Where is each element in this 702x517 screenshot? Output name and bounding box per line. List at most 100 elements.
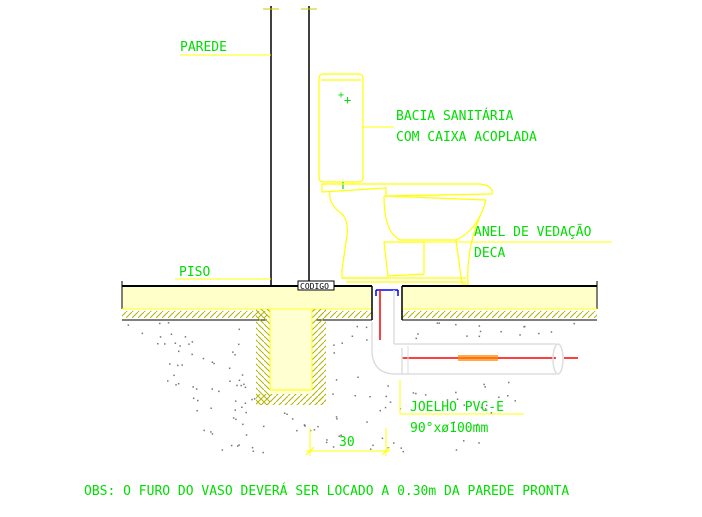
soil-speck [483, 383, 485, 386]
soil-speck [182, 404, 185, 407]
soil-speck [240, 384, 242, 387]
soil-speck [393, 442, 395, 444]
soil-speck [195, 388, 198, 390]
soil-speck [369, 448, 372, 450]
soil-speck [487, 407, 489, 410]
soil-speck [238, 444, 240, 446]
soil-speck [485, 404, 488, 407]
soil-speck [191, 341, 194, 343]
soil-speck [175, 384, 177, 386]
soil-speck [215, 424, 217, 426]
soil-speck [229, 380, 231, 382]
soil-speck [203, 429, 205, 432]
soil-speck [210, 431, 212, 433]
soil-speck [415, 392, 417, 395]
soil-speck [366, 339, 368, 341]
codigo-tag: CODIGO [297, 280, 335, 291]
soil-speck [218, 390, 220, 393]
soil-speck [251, 421, 253, 424]
soil-texture [127, 322, 575, 454]
soil-speck [251, 446, 254, 449]
soil-speck [356, 325, 358, 328]
soil-speck [433, 396, 435, 399]
soil-speck [556, 332, 558, 335]
soil-speck [478, 325, 481, 327]
soil-speck [164, 343, 166, 345]
soil-speck [354, 394, 356, 397]
bacia-label-line2: COM CAIXA ACOPLADA [396, 130, 537, 145]
soil-speck [332, 436, 335, 439]
soil-speck [157, 343, 159, 345]
soil-speck [192, 397, 195, 400]
svg-text:+: + [338, 90, 344, 101]
soil-speck [252, 345, 254, 347]
soil-speck [372, 444, 374, 447]
soil-speck [257, 423, 260, 426]
soil-speck [343, 450, 345, 453]
soil-speck [244, 386, 247, 389]
soil-speck [174, 342, 177, 344]
soil-speck [498, 396, 500, 398]
soil-speck [446, 399, 449, 401]
soil-speck [333, 344, 335, 346]
soil-speck [221, 449, 224, 451]
soil-speck [387, 447, 389, 449]
soil-speck [338, 405, 340, 407]
soil-speck [241, 374, 244, 376]
soil-speck [252, 450, 255, 452]
soil-speck [363, 332, 366, 334]
soil-speck [188, 343, 190, 345]
soil-speck [193, 384, 196, 386]
soil-speck [480, 406, 483, 409]
soil-speck [309, 429, 312, 432]
soil-speck [232, 360, 234, 362]
soil-speck [230, 444, 233, 447]
soil-speck [211, 388, 213, 390]
soil-speck [225, 373, 227, 375]
soil-speck [228, 367, 231, 369]
soil-speck [182, 324, 184, 326]
soil-speck [332, 446, 335, 448]
soil-speck [479, 330, 482, 333]
soil-speck [250, 450, 253, 452]
soil-speck [291, 418, 294, 420]
soil-speck [270, 441, 272, 444]
soil-speck [248, 329, 250, 331]
soil-speck [401, 421, 403, 424]
soil-speck [332, 393, 334, 395]
soil-speck [424, 394, 427, 396]
soil-speck [303, 424, 306, 426]
soil-speck [440, 329, 443, 332]
soil-speck [232, 351, 234, 353]
soil-speck [232, 417, 235, 419]
anel-label-line1: ANEL DE VEDAÇÃO [474, 224, 592, 240]
anel-callout: ANEL DE VEDAÇÃO DECA [424, 224, 612, 261]
soil-speck [463, 404, 465, 406]
parede-callout: PAREDE [180, 40, 271, 56]
soil-speck [187, 337, 189, 339]
soil-speck [369, 396, 371, 398]
joelho-callout: JOELHO PVC-E 90°xø100mm [399, 380, 524, 436]
soil-speck [255, 408, 257, 410]
piso-callout: PISO [175, 265, 271, 280]
soil-speck [234, 400, 237, 402]
soil-speck [244, 402, 247, 404]
soil-speck [335, 416, 338, 418]
soil-speck [232, 388, 235, 390]
soil-speck [327, 409, 329, 411]
soil-speck [207, 383, 209, 386]
wall-footing [256, 309, 326, 405]
soil-speck [197, 399, 199, 402]
toilet-fixture: + + [318, 73, 493, 285]
dimension-label: 30 [339, 435, 355, 450]
soil-speck [247, 436, 249, 438]
joelho-label-line1: JOELHO PVC-E [410, 400, 504, 415]
soil-speck [357, 379, 359, 381]
soil-speck [252, 426, 254, 429]
soil-speck [296, 429, 298, 432]
soil-speck [243, 383, 245, 386]
soil-speck [245, 434, 248, 436]
soil-speck [287, 449, 289, 451]
soil-speck [283, 412, 286, 414]
